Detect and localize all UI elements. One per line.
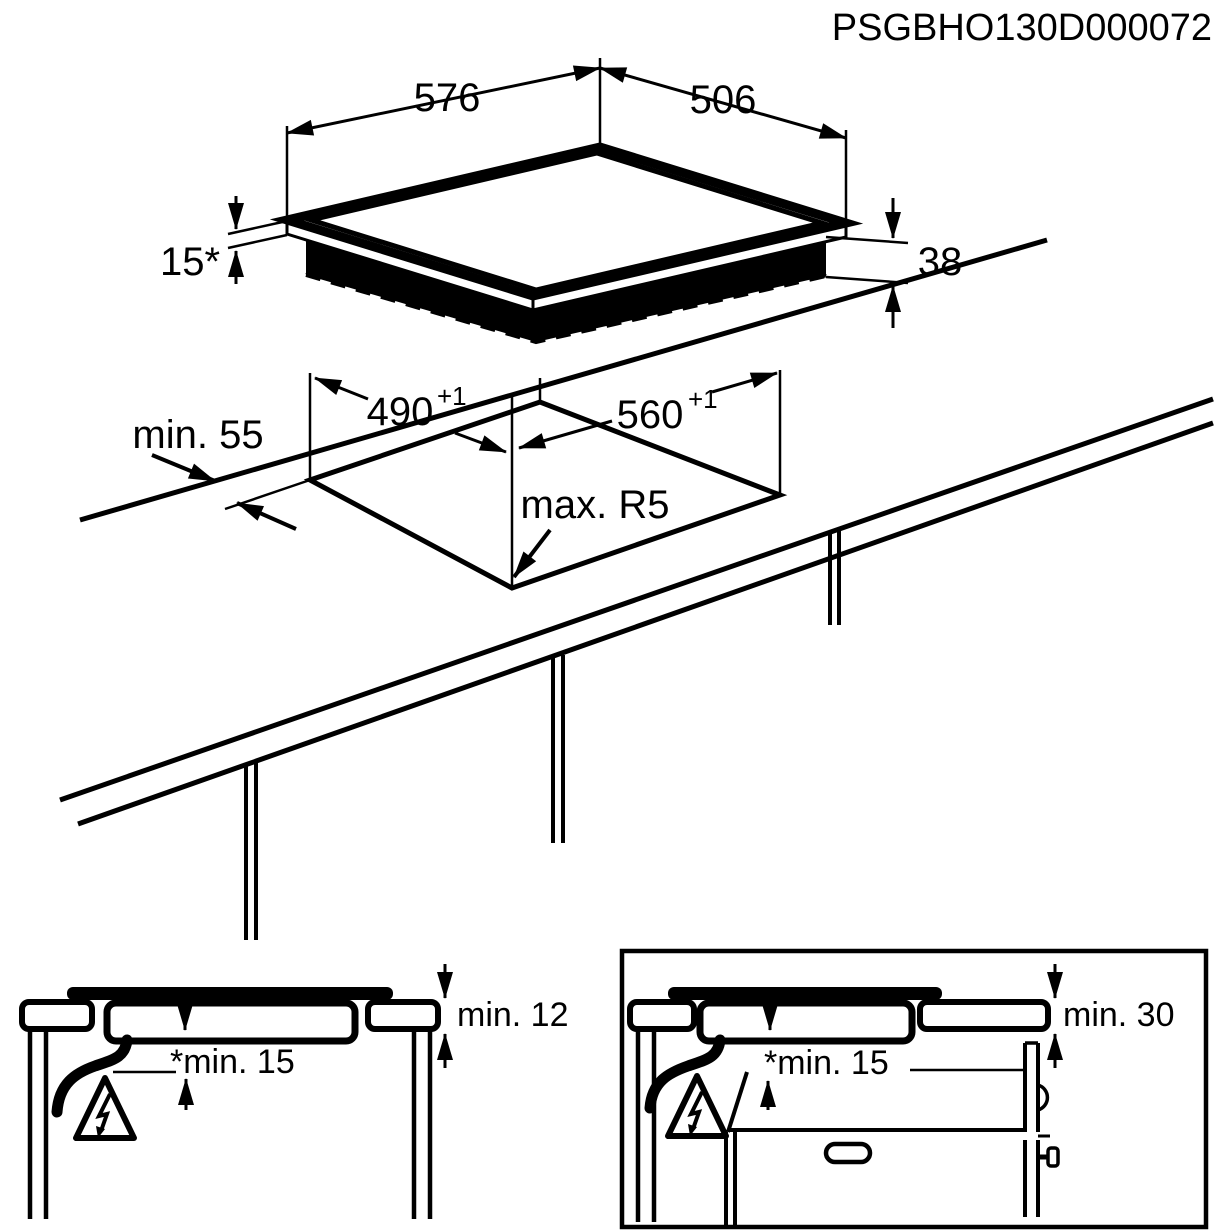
cutout-width-tolerance: +1 — [688, 384, 718, 414]
worktop-thickness-label-left: min. 12 — [457, 996, 569, 1034]
dim-490-seg2 — [454, 431, 507, 454]
cabinet-legs — [244, 531, 841, 940]
hob-depth-label: 506 — [690, 78, 757, 122]
cutout-depth-tolerance: +1 — [437, 381, 467, 411]
hob-glass-rim — [301, 150, 832, 293]
oven-top-left-edge — [726, 1071, 749, 1133]
hob-glass-top — [269, 142, 864, 301]
glass-thickness-label: 15* — [160, 240, 220, 284]
drawing-number: PSGBHO130D000072 — [832, 7, 1212, 49]
worktop-section-right-part — [917, 999, 1051, 1032]
hob-base-right-face — [536, 236, 826, 342]
hob-base-dash-stub-left — [305, 264, 346, 277]
dim-line-506 — [599, 66, 847, 140]
oven-hinge-bump — [1037, 1083, 1050, 1112]
worktop-front-bottom-edge — [77, 420, 1214, 827]
electric-warning-icon — [73, 1075, 137, 1141]
mains-cable — [644, 1034, 726, 1114]
oven-under-hob — [724, 1041, 1060, 1226]
rear-clearance-label: min. 55 — [132, 413, 263, 457]
hob-width-label: 576 — [414, 76, 481, 120]
hob-body-section — [103, 999, 359, 1045]
body-top-ext — [825, 235, 909, 245]
corner-radius-label: max. R5 — [521, 483, 670, 527]
bottom-clearance-label-right: *min. 15 — [764, 1044, 889, 1082]
dim-560-seg1 — [518, 419, 613, 450]
hob-base-left-face — [306, 235, 536, 342]
cutout-depth-label: 490 — [367, 390, 434, 434]
worktop-back-edge — [79, 237, 1048, 523]
clearance-arrow-1 — [151, 453, 216, 483]
worktop-isometric-view: min. 55 490 +1 560 +1 max. R5 — [59, 237, 1214, 940]
radius-arrow — [512, 528, 552, 579]
bottom-clearance-label-left: *min. 15 — [170, 1043, 295, 1081]
lightning-bolt-tip — [96, 1126, 105, 1138]
hob-glass-section — [67, 987, 393, 1000]
electric-warning-icon — [665, 1073, 729, 1139]
mains-cable — [51, 1034, 133, 1118]
worktop-section-left-part — [627, 999, 697, 1032]
lightning-bolt-tip — [688, 1124, 697, 1136]
detail-frame — [619, 948, 1209, 1230]
clearance-arrow-2 — [236, 501, 297, 531]
oven-handle-slot — [823, 1141, 873, 1165]
hob-base-dash-stub-right — [787, 263, 827, 278]
worktop-section-left-part — [19, 999, 95, 1032]
glass-top-ext — [227, 219, 288, 236]
worktop-thickness-label-right: min. 30 — [1063, 996, 1175, 1034]
cutout-width-label: 560 — [617, 393, 684, 437]
lightning-bolt — [95, 1093, 112, 1132]
hob-base-bottom-dashed — [305, 273, 827, 345]
cabinet-legs-left-detail — [27, 1029, 433, 1219]
dim-line-576 — [286, 65, 601, 136]
worktop-section-right-part — [365, 999, 441, 1032]
worktop-front-top-edge — [59, 396, 1214, 803]
dim-560-seg2 — [711, 371, 778, 394]
section-detail-right: min. 30 *min. 15 — [619, 948, 1209, 1230]
hob-glass-section — [668, 987, 942, 1000]
hob-body-section — [696, 999, 916, 1045]
worktop-cutout — [303, 399, 788, 591]
section-detail-left: min. 12 *min. 15 — [19, 964, 569, 1219]
oven-knob — [1046, 1146, 1060, 1168]
glass-bottom-ext — [227, 233, 288, 250]
lightning-bolt — [687, 1091, 704, 1130]
dim-490-seg1 — [314, 376, 369, 401]
cabinet-legs-right-detail — [635, 1029, 657, 1222]
hob-isometric-view: 576 506 15* 38 — [160, 58, 962, 345]
